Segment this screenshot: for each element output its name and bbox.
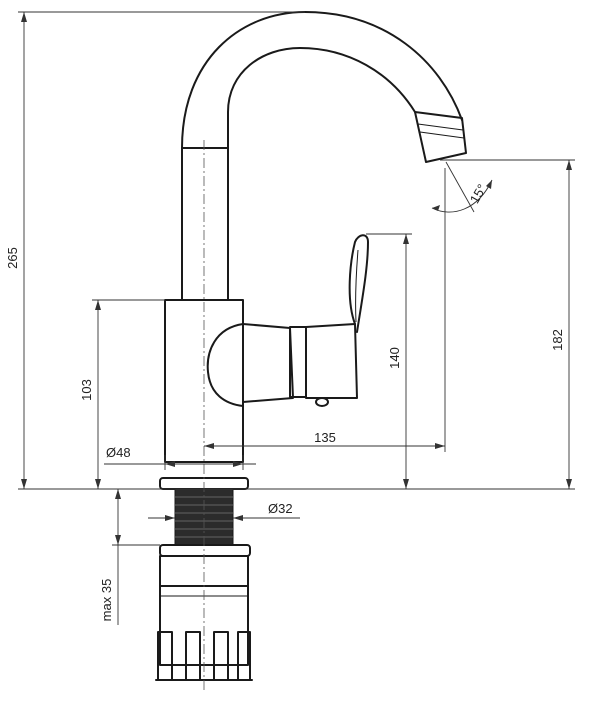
aerator-outlet — [414, 111, 467, 163]
dimension-overall-height: 265 — [5, 11, 305, 489]
dimension-shank-diameter: Ø32 — [148, 501, 300, 521]
dimension-label-135: 135 — [314, 430, 336, 445]
faucet-base-body — [164, 299, 244, 463]
dimension-label-d32: Ø32 — [268, 501, 293, 516]
threaded-shank — [174, 488, 234, 546]
lever-handle — [305, 234, 369, 407]
dimension-label-103: 103 — [79, 379, 94, 401]
dimension-body-diameter: Ø48 — [104, 445, 256, 470]
spout — [181, 11, 463, 301]
dimension-body-height: 103 — [79, 299, 165, 489]
dimension-label-15deg: 15° — [467, 181, 490, 206]
dimension-max-countertop: max 35 — [99, 489, 160, 625]
dimension-lever-height: 140 — [366, 233, 412, 489]
dimension-outlet-height: 182 — [440, 159, 575, 489]
dimension-label-265: 265 — [5, 247, 20, 269]
dimension-label-max35: max 35 — [99, 579, 114, 622]
dimension-spout-angle: 15° — [431, 161, 493, 213]
dimension-spout-reach: 135 — [204, 168, 446, 452]
mixer-cartridge — [206, 323, 307, 407]
dimension-label-182: 182 — [550, 329, 565, 351]
dimension-label-140: 140 — [387, 347, 402, 369]
dimension-label-d48: Ø48 — [106, 445, 131, 460]
